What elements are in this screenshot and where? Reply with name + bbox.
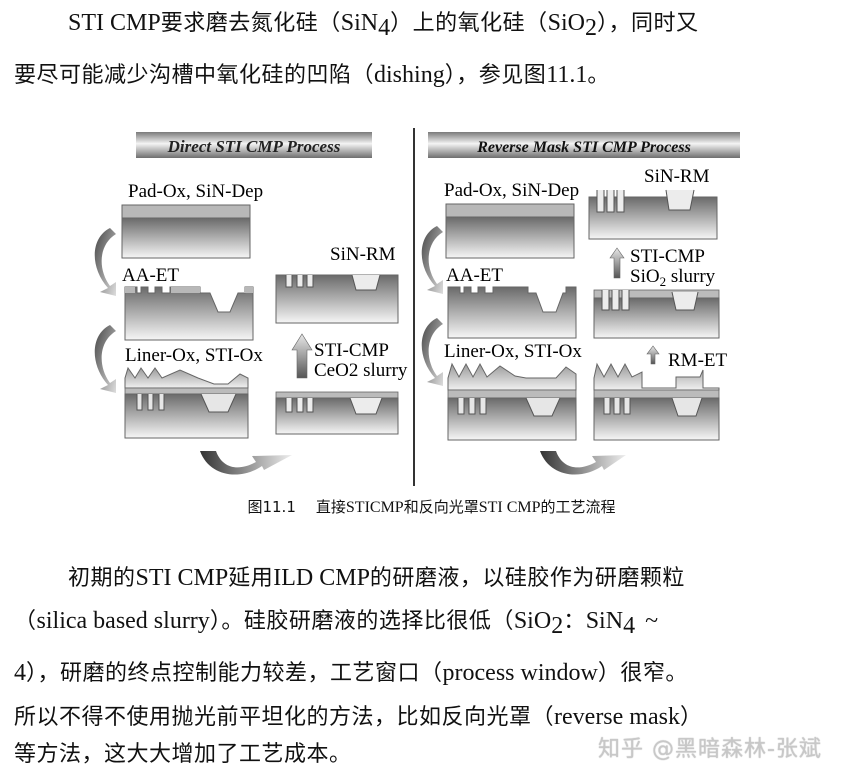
- paragraph-1-line-1: STI CMP要求磨去氮化硅（SiN4）上的氧化硅（SiO2），同时又: [68, 10, 699, 40]
- text: ）上的氧化硅（: [390, 11, 548, 36]
- text: ILD CMP: [273, 565, 370, 591]
- subscript: 2: [551, 613, 564, 639]
- text: 要求磨去氮化硅（: [160, 11, 341, 36]
- text: 初期的: [68, 566, 136, 591]
- text: ），同时又: [596, 11, 699, 36]
- right-title-bar: [428, 132, 740, 158]
- text: ），研磨的终点控制能力较差，工艺窗口（: [26, 661, 443, 686]
- formula-sin: SiN: [340, 10, 379, 36]
- subscript: 4: [378, 15, 391, 41]
- text: （: [14, 609, 37, 634]
- step-label-aa-et: AA-ET: [122, 265, 179, 286]
- curved-arrow-icon: [94, 228, 116, 296]
- text: 要尽可能减少沟槽中氧化硅的凹陷（: [14, 63, 375, 88]
- figure-caption: 图11.1 直接STICMP和反向光罩STI CMP的工艺流程: [0, 496, 863, 517]
- term-dishing: dishing: [374, 62, 445, 88]
- curved-arrow-icon: [421, 318, 443, 386]
- text: 。: [587, 63, 610, 88]
- paragraph-2-line-2: （silica based slurry）。硅胶研磨液的选择比很低（SiO2：S…: [14, 608, 659, 638]
- text: 等方法，这大大增加了工艺成本。: [14, 742, 352, 767]
- text: 所以不得不使用抛光前平坦化的方法，比如反向光罩（: [14, 705, 555, 730]
- text: reverse mask: [554, 704, 680, 730]
- formula-sio: SiO: [513, 608, 552, 634]
- caption-text: 的工艺流程: [540, 498, 616, 516]
- step-label-liner-ox: Liner-Ox, STI-Ox: [444, 341, 582, 362]
- text: 4: [14, 660, 26, 686]
- left-title-bar: [136, 132, 372, 158]
- paragraph-1-line-2: 要尽可能减少沟槽中氧化硅的凹陷（dishing），参见图11.1。: [14, 62, 610, 89]
- text: ）: [679, 705, 703, 730]
- text: 的研磨液，以硅胶作为研磨颗粒: [369, 566, 685, 591]
- step-label-aa-et: AA-ET: [446, 265, 503, 286]
- figure-reference: 11.1: [546, 62, 588, 88]
- caption-figure-number: 图11.1: [247, 498, 296, 516]
- text: 延用: [228, 566, 274, 591]
- text: ）很窄。: [597, 661, 688, 686]
- step-label-pad-ox: Pad-Ox, SiN-Dep: [128, 181, 263, 202]
- text-sti-cmp: STI CMP: [68, 10, 161, 36]
- text: ~: [645, 608, 659, 634]
- step-label-sin-rm: SiN-RM: [644, 166, 710, 187]
- swoosh-arrow-icon: [540, 451, 626, 475]
- up-arrow-icon: [291, 333, 313, 379]
- text: silica based slurry: [36, 608, 210, 634]
- right-panel-title: Reverse Mask STI CMP Process: [476, 139, 691, 156]
- formula-sin: SiN: [585, 608, 624, 634]
- figure-11-1: Direct STI CMP Process Pad-Ox, SiN-Dep A…: [0, 118, 863, 488]
- curved-arrow-icon: [421, 226, 443, 294]
- swoosh-arrow-icon: [200, 451, 292, 475]
- arrow-label-ceo2-slurry: CeO2 slurry: [314, 360, 408, 381]
- caption-text: 直接: [315, 498, 346, 516]
- caption-text: STI CMP: [478, 499, 541, 516]
- paragraph-2-line-1: 初期的STI CMP延用ILD CMP的研磨液，以硅胶作为研磨颗粒: [68, 565, 685, 592]
- curved-arrow-icon: [94, 325, 116, 393]
- subscript: 2: [584, 15, 597, 41]
- arrow-label-sti-cmp: STI-CMP: [314, 340, 389, 361]
- right-panel-reverse-mask: Reverse Mask STI CMP Process Pad-Ox, SiN…: [421, 132, 740, 475]
- text: ），参见图: [444, 63, 547, 88]
- caption-text: 和反向光罩: [403, 498, 479, 516]
- subscript: 4: [623, 613, 636, 639]
- arrow-label-rm-et: RM-ET: [668, 350, 728, 371]
- arrow-label-sti-cmp: STI-CMP: [630, 246, 705, 267]
- left-panel-title: Direct STI CMP Process: [167, 137, 341, 156]
- paragraph-2-line-5: 等方法，这大大增加了工艺成本。: [14, 742, 352, 768]
- up-arrow-icon: [646, 345, 660, 365]
- text: process window: [442, 660, 598, 686]
- step-label-pad-ox: Pad-Ox, SiN-Dep: [444, 180, 579, 201]
- paragraph-2-line-3: 4），研磨的终点控制能力较差，工艺窗口（process window）很窄。: [14, 660, 688, 687]
- up-arrow-icon: [609, 247, 625, 279]
- caption-text: STICMP: [345, 499, 404, 516]
- left-panel-direct-sti-cmp: Direct STI CMP Process Pad-Ox, SiN-Dep A…: [94, 132, 408, 475]
- text: ）。硅胶研磨液的选择比很低（: [209, 609, 514, 634]
- step-label-sin-rm: SiN-RM: [330, 244, 396, 265]
- paragraph-2-line-4: 所以不得不使用抛光前平坦化的方法，比如反向光罩（reverse mask）: [14, 704, 702, 731]
- watermark: 知乎 @黑暗森林-张斌: [598, 737, 822, 762]
- step-label-liner-ox: Liner-Ox, STI-Ox: [125, 345, 263, 366]
- formula-sio: SiO: [547, 10, 585, 36]
- arrow-label-sio2-slurry: SiO2 slurry: [630, 266, 716, 289]
- text: ：: [563, 609, 586, 634]
- text: STI CMP: [135, 565, 229, 591]
